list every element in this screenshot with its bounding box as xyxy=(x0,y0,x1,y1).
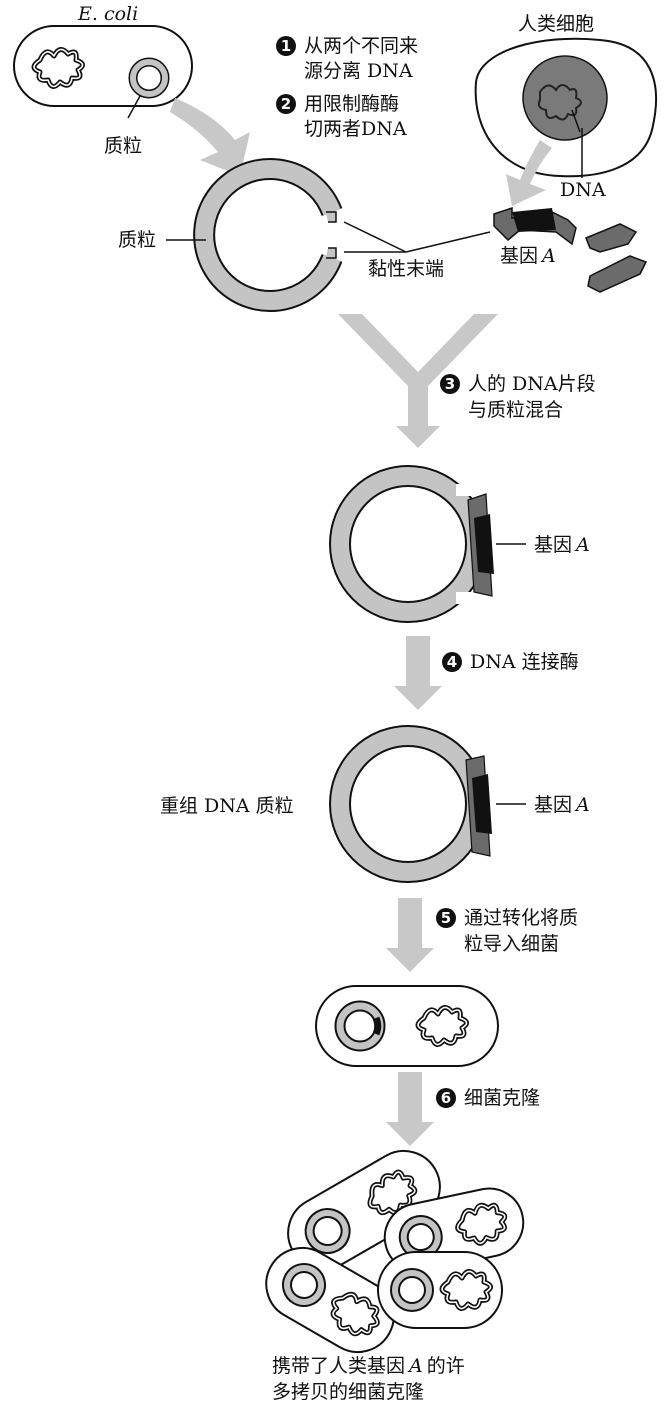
svg-text:4: 4 xyxy=(447,653,457,671)
svg-text:1: 1 xyxy=(281,37,291,55)
cut-plasmid xyxy=(193,158,343,312)
step-2: 2 用限制酶酶 切两者DNA xyxy=(276,93,407,140)
svg-text:3: 3 xyxy=(445,375,455,393)
nucleus xyxy=(522,55,608,141)
step-1: 1 从两个不同来 源分离 DNA xyxy=(276,35,418,82)
svg-text:5: 5 xyxy=(441,909,451,927)
recombinant-label: 重组 DNA 质粒 xyxy=(160,795,294,817)
plasmid-left-label: 质粒 xyxy=(118,229,156,251)
step-5: 5 通过转化将质 粒导入细菌 xyxy=(436,907,578,955)
step-6: 6 细菌克隆 xyxy=(436,1087,540,1109)
plasmid-with-gene xyxy=(329,465,494,623)
arrow-nucleus-to-fragments xyxy=(506,140,552,206)
svg-text:人的 DNA片段: 人的 DNA片段 xyxy=(468,373,596,395)
ecoli-label: E. coli xyxy=(77,3,138,25)
svg-text:与质粒混合: 与质粒混合 xyxy=(468,399,563,421)
svg-text:用限制酶酶: 用限制酶酶 xyxy=(304,93,399,115)
plasmid-top-label: 质粒 xyxy=(104,135,142,157)
merge-arrow xyxy=(338,314,498,448)
svg-text:DNA 连接酶: DNA 连接酶 xyxy=(470,651,579,673)
svg-text:细菌克隆: 细菌克隆 xyxy=(464,1087,540,1109)
clone-bacterium-1 xyxy=(287,1150,441,1270)
step-3: 3 人的 DNA片段 与质粒混合 xyxy=(440,373,596,421)
sticky-ends-label: 黏性末端 xyxy=(368,258,444,280)
transformed-bacterium xyxy=(315,985,499,1067)
gene-a-fragment xyxy=(493,206,577,246)
step-4: 4 DNA 连接酶 xyxy=(442,651,579,673)
ecoli-cell xyxy=(13,25,193,107)
clone-bacterium-3 xyxy=(265,1247,395,1353)
human-cell-label: 人类细胞 xyxy=(518,13,594,35)
dna-fragment-3 xyxy=(587,255,648,293)
arrow-step-4 xyxy=(394,636,442,710)
arrow-step-5 xyxy=(386,898,434,972)
arrow-ecoli-to-plasmid xyxy=(170,98,250,176)
dna-fragment-2 xyxy=(585,223,638,253)
arrow-step-6 xyxy=(386,1072,434,1146)
caption-line-2: 多拷贝的细菌克隆 xyxy=(272,1381,424,1403)
svg-text:切两者DNA: 切两者DNA xyxy=(304,118,407,140)
svg-text:6: 6 xyxy=(441,1089,451,1107)
clone-bacterium-4 xyxy=(377,1251,503,1329)
svg-text:从两个不同来: 从两个不同来 xyxy=(304,35,418,57)
svg-text:粒导入细菌: 粒导入细菌 xyxy=(464,933,559,955)
recombinant-plasmid xyxy=(329,725,492,883)
dna-label: DNA xyxy=(560,179,606,201)
human-cell xyxy=(474,37,657,178)
svg-text:源分离 DNA: 源分离 DNA xyxy=(304,60,413,82)
svg-text:2: 2 xyxy=(281,95,291,113)
svg-text:通过转化将质: 通过转化将质 xyxy=(464,907,578,929)
